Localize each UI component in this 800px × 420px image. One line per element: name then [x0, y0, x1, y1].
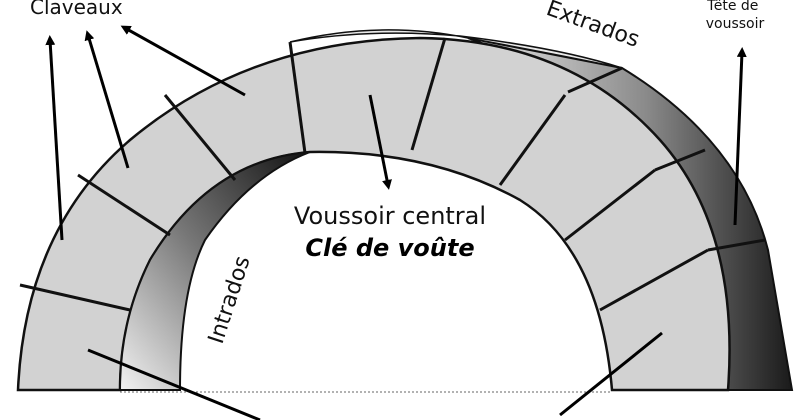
cle-arrow [368, 94, 392, 190]
label-cle-de-voute: Clé de voûte [305, 234, 474, 262]
label-tete-voussoir: Tête de voussoir [706, 0, 765, 32]
claveaux-arrow-2 [84, 30, 130, 169]
intrados-face [118, 151, 311, 391]
bottom-arrow-left [87, 348, 261, 420]
bottom-arrow-right [559, 331, 663, 417]
label-extrados: Extrados [543, 0, 643, 53]
label-voussoir-central: Voussoir central [294, 202, 486, 230]
claveaux-arrow-1 [45, 35, 64, 241]
voussoir-joints [19, 37, 766, 312]
tete-voussoir-arrow [733, 47, 747, 226]
annotation-arrows [45, 25, 747, 420]
claveaux-arrow-3 [120, 25, 246, 97]
label-claveaux: Claveaux [30, 0, 123, 19]
label-intrados: Intrados [204, 253, 256, 347]
